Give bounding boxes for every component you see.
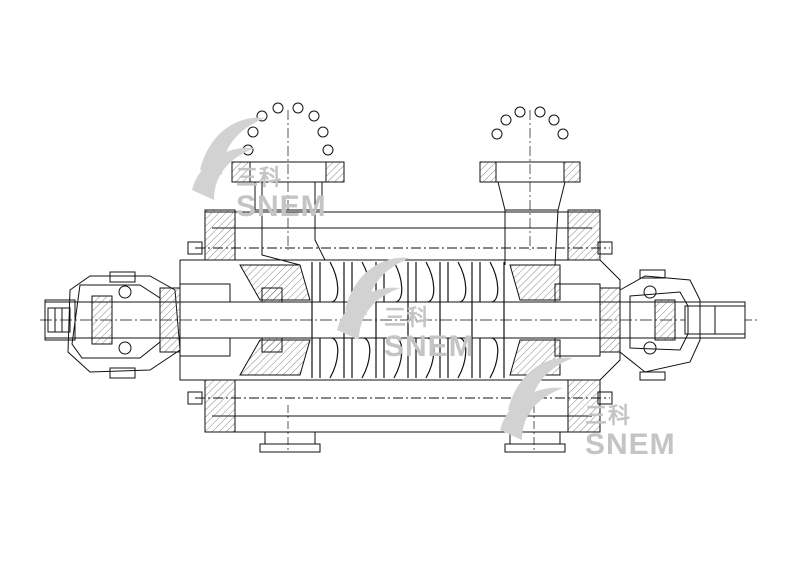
watermark-english-text: SNEM [384, 330, 475, 363]
discharge-flange-bolt-circle [491, 106, 569, 140]
coupling-end [47, 307, 71, 333]
watermark-bottom-right: 三科 SNEM [585, 398, 676, 460]
watermark-top-left: 三科 SNEM [236, 160, 327, 222]
watermark-english-text: SNEM [585, 428, 676, 461]
watermark-chinese-text: 三科 [585, 404, 632, 429]
impeller-stages [311, 261, 505, 379]
discharge-nozzle [479, 106, 581, 266]
watermark-chinese-text: 三科 [384, 306, 431, 331]
support-feet [259, 405, 566, 453]
watermark-logo-swirl [192, 117, 573, 440]
left-bearing-housing [44, 271, 181, 379]
watermark-chinese-text: 三科 [236, 166, 283, 191]
watermark-english-text: SNEM [236, 190, 327, 223]
right-bearing-housing [599, 269, 701, 381]
watermark-center: 三科 SNEM [384, 300, 475, 362]
pump-shaft [40, 301, 760, 339]
shaft-seals [179, 283, 601, 357]
suction-nozzle [231, 102, 345, 266]
